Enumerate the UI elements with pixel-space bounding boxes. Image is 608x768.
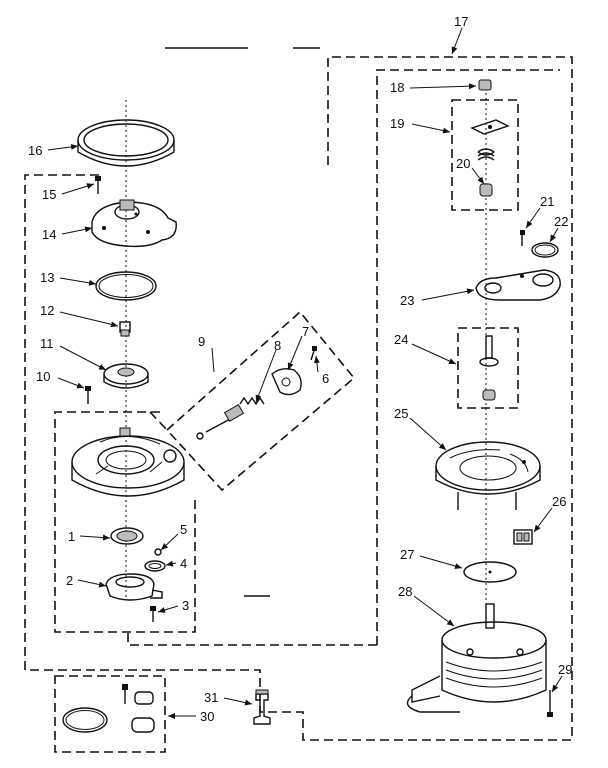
label-18: 18 <box>390 80 404 95</box>
part-26-connector <box>513 529 533 545</box>
label-8: 8 <box>274 338 281 353</box>
label-12: 12 <box>40 303 54 318</box>
part-16-ring <box>77 119 175 167</box>
label-5: 5 <box>180 522 187 537</box>
label-4: 4 <box>180 556 187 571</box>
part-21-screw <box>520 230 525 246</box>
part-11-impeller <box>103 363 149 389</box>
part-1-chopper <box>110 527 144 545</box>
label-7: 7 <box>302 324 309 339</box>
part-13-gasket <box>95 271 157 301</box>
part-4-seal <box>144 560 166 572</box>
label-2: 2 <box>66 573 73 588</box>
part-27-disc <box>463 561 517 583</box>
label-26: 26 <box>552 494 566 509</box>
part-28-motor <box>406 603 547 713</box>
part-15-screw <box>95 176 101 194</box>
pump-parts-box <box>54 411 196 633</box>
label-21: 21 <box>540 194 554 209</box>
group-30-box <box>54 675 166 753</box>
part-19-tab <box>470 119 510 135</box>
part-6-screw <box>310 346 317 361</box>
leader-lines <box>47 27 563 719</box>
label-14: 14 <box>42 227 56 242</box>
label-3: 3 <box>182 598 189 613</box>
part-25-motor-bracket <box>435 441 541 510</box>
part-7-valve-cap <box>271 367 302 396</box>
assembly-boundary-center <box>376 69 560 645</box>
part-14-pump-cover <box>91 199 177 248</box>
part-24-shaft <box>479 335 499 401</box>
label-30: 30 <box>200 709 214 724</box>
label-19: 19 <box>390 116 404 131</box>
label-6: 6 <box>322 371 329 386</box>
part-12-nut <box>119 321 131 337</box>
label-31: 31 <box>204 690 218 705</box>
label-22: 22 <box>554 214 568 229</box>
part-5-ball <box>154 548 162 556</box>
label-16: 16 <box>28 143 42 158</box>
group-24-box <box>457 327 519 409</box>
part-2-lower-housing <box>105 573 163 601</box>
label-29: 29 <box>558 662 572 677</box>
part-29-screw <box>547 690 553 717</box>
part-18-bushing <box>478 79 492 91</box>
part-10-screw <box>85 386 91 404</box>
label-28: 28 <box>398 584 412 599</box>
label-23: 23 <box>400 293 414 308</box>
group-9-connector <box>149 411 168 431</box>
part-23-bracket-plate <box>475 269 561 301</box>
label-27: 27 <box>400 547 414 562</box>
part-22-ring <box>531 242 559 258</box>
part-31-fitting <box>253 689 271 725</box>
label-17: 17 <box>454 14 468 29</box>
label-11: 11 <box>40 336 54 351</box>
group-19-box <box>451 99 519 211</box>
assembly-boundary-17 <box>24 56 573 741</box>
label-1: 1 <box>68 529 75 544</box>
label-24: 24 <box>394 332 408 347</box>
part-8-valve-spring <box>196 396 265 440</box>
label-20: 20 <box>456 156 470 171</box>
pump-housing <box>71 427 185 497</box>
part-3-screw <box>150 606 156 622</box>
assembly-boundary-link <box>127 630 377 646</box>
label-9: 9 <box>198 334 205 349</box>
label-15: 15 <box>42 187 56 202</box>
label-13: 13 <box>40 270 54 285</box>
part-20-spring <box>477 148 496 197</box>
group-9-box <box>165 310 356 492</box>
part-30-seal-kit <box>62 684 155 733</box>
label-10: 10 <box>36 369 50 384</box>
label-25: 25 <box>394 406 408 421</box>
